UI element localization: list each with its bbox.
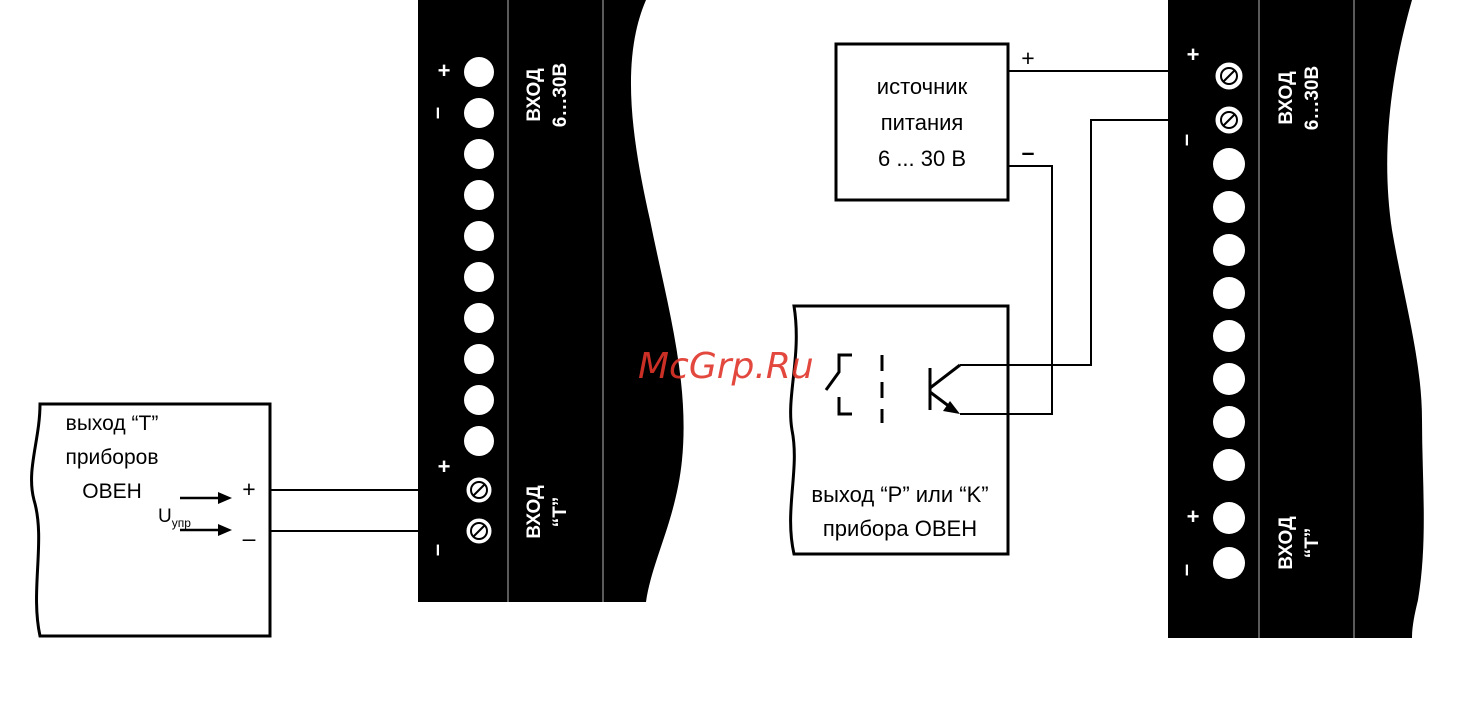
left-bottom-plus: + <box>438 454 451 479</box>
right-bottom-block-label-line2: “Т” <box>1302 528 1323 559</box>
left-device-minus: – <box>243 525 256 551</box>
right-bottom-plus: + <box>1187 504 1200 529</box>
left-bottom-block-label-line2: “Т” <box>550 497 571 528</box>
power-supply-minus: – <box>1022 139 1035 165</box>
right-screw-terminal-minus <box>1214 105 1244 135</box>
left-top-plus: + <box>438 58 451 83</box>
power-supply-label-line2: питания <box>881 110 964 135</box>
left-device-label-line3: ОВЕН <box>82 480 142 503</box>
right-top-minus: – <box>1173 134 1198 146</box>
left-device-label-line1: выход “T” <box>66 412 159 435</box>
right-terminal-block: + – + – ВХОД 6…30В ВХОД “Т” <box>1168 0 1424 638</box>
right-top-block-label-line1: ВХОД <box>1276 71 1297 125</box>
watermark: McGrp.Ru <box>638 346 814 387</box>
power-supply-box: источник питания 6 ... 30 В + – <box>836 44 1035 200</box>
right-screw-terminal-plus <box>1214 61 1244 91</box>
left-screw-terminal-plus <box>465 476 493 504</box>
power-supply-label-line3: 6 ... 30 В <box>878 146 966 171</box>
right-top-block-label-line2: 6…30В <box>1302 66 1323 130</box>
right-bottom-block-label-line1: ВХОД <box>1276 516 1297 570</box>
left-device-box: выход “T” приборов ОВЕН Uупр + – <box>32 404 270 636</box>
left-top-block-label-line1: ВХОД <box>524 68 545 122</box>
right-bottom-minus: – <box>1173 564 1198 576</box>
left-bottom-minus: – <box>424 544 449 556</box>
left-screw-terminal-minus <box>465 517 493 545</box>
left-bottom-block-label-line1: ВХОД <box>524 485 545 539</box>
left-terminal-block: + – + – ВХОД 6…30В ВХОД “Т” <box>418 0 684 602</box>
right-device-label-line2: прибора ОВЕН <box>823 516 977 541</box>
right-top-plus: + <box>1187 42 1200 67</box>
power-supply-label-line1: источник <box>877 74 968 99</box>
left-top-minus: – <box>424 107 449 119</box>
left-device-plus: + <box>242 476 255 502</box>
power-supply-plus: + <box>1021 45 1034 71</box>
left-device-label-line2: приборов <box>65 446 158 469</box>
left-top-block-label-line2: 6…30В <box>550 63 571 127</box>
right-device-label-line1: выход “P” или “K” <box>811 482 988 507</box>
right-device-box: выход “P” или “K” прибора ОВЕН <box>791 306 1008 554</box>
